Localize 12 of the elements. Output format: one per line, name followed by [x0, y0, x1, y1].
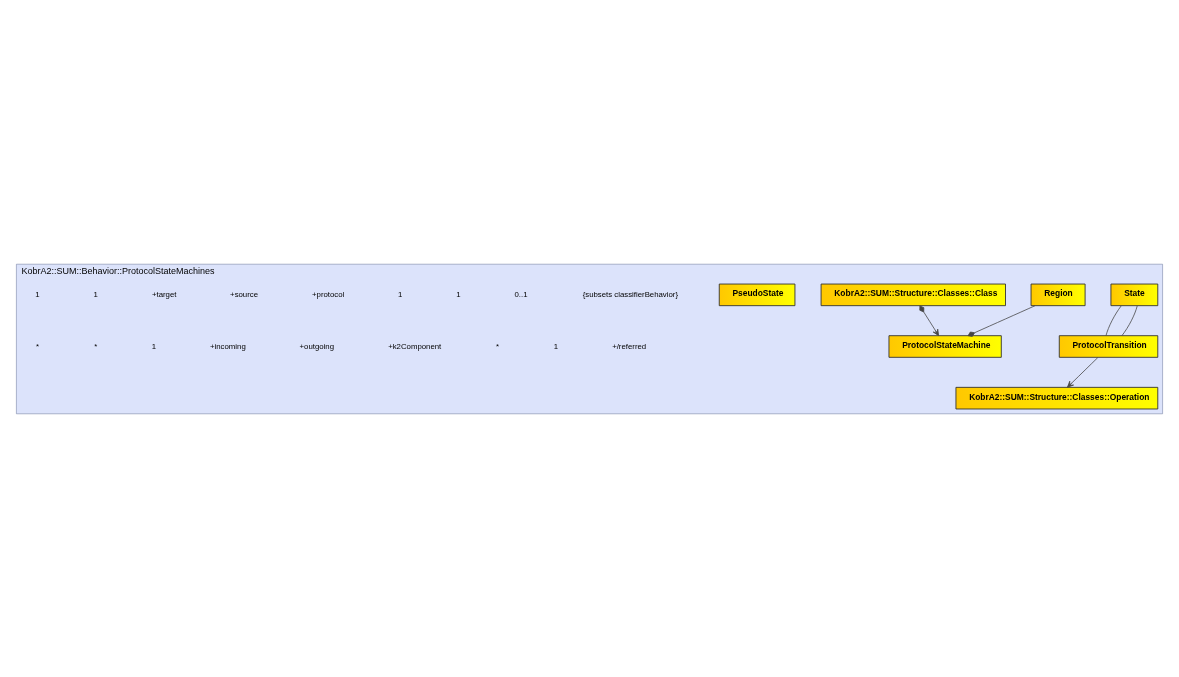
node-box: KobrA2::SUM::Structure::Classes::Operation [955, 386, 1159, 409]
node-box: PseudoState [718, 283, 796, 306]
node-box: Region [1030, 283, 1086, 306]
node-box: ProtocolTransition [1058, 334, 1159, 358]
arrow [1067, 356, 1099, 388]
connector [967, 304, 1036, 337]
node-box: KobrA2::SUM::Structure::Classes::Class [820, 283, 1006, 306]
connector [1121, 305, 1138, 336]
node-box: ProtocolStateMachine [888, 334, 1002, 358]
node-box: State [1110, 283, 1159, 306]
arrow [919, 305, 940, 336]
connector [1105, 305, 1122, 336]
